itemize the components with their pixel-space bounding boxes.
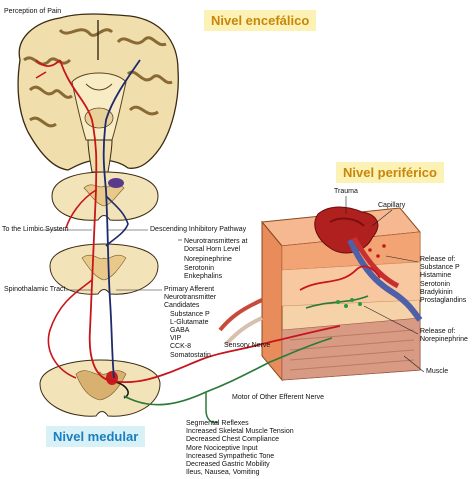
release-title: Release of:: [420, 256, 456, 263]
neurotransmitter-item: Enkephalins: [184, 272, 223, 280]
release-list-2: Release of: Norepinephrine: [420, 328, 468, 344]
release-item: Substance P: [420, 264, 460, 272]
neurotransmitter-item: Serotonin: [184, 264, 214, 272]
neurotransmitters-title: Neurotransmitters at: [184, 238, 248, 245]
label-perception-of-pain: Perception of Pain: [4, 8, 62, 15]
segmental-reflexes: Segmental Reflexes Increased Skeletal Mu…: [186, 420, 294, 477]
primary-afferent-title: Candidates: [164, 302, 200, 310]
level-badge-encephalic: Nivel encefálico: [204, 10, 317, 31]
tissue-block: [218, 206, 423, 382]
reflex-item: More Nociceptive Input: [186, 444, 258, 452]
neurotransmitters-dorsal-horn: Neurotransmitters at Dorsal Horn Level N…: [184, 238, 247, 281]
label-descending-pathway: Descending Inhibitory Pathway: [150, 226, 247, 233]
label-sensory-nerve: Sensory Nerve: [224, 342, 271, 349]
label-muscle: Muscle: [426, 368, 449, 375]
primary-afferent-neurotransmitters: Primary Afferent Neurotransmitter Candid…: [164, 286, 216, 360]
label-spinothalamic-tract: Spinothalamic Tract: [4, 286, 66, 293]
label-trauma: Trauma: [334, 188, 358, 195]
release-title: Release of:: [420, 328, 456, 335]
release-item: Norepinephrine: [420, 336, 468, 344]
release-list-1: Release of: Substance P Histamine Seroto…: [420, 256, 466, 305]
spinal-section-middle: [49, 243, 159, 295]
reflex-item: Increased Sympathetic Tone: [186, 452, 275, 460]
primary-afferent-title: Primary Afferent: [164, 286, 215, 293]
motor-pathway: [123, 337, 333, 406]
release-item: Histamine: [420, 272, 452, 280]
primary-afferent-title: Neurotransmitter: [164, 294, 217, 302]
pain-pathway: [59, 59, 341, 384]
level-badge-peripheral: Nivel periférico: [336, 162, 444, 183]
label-limbic-system: To the Limbic System: [2, 226, 69, 233]
segmental-reflexes-title: Segmental Reflexes: [186, 420, 249, 427]
neurotransmitter-item: Norepinephrine: [184, 256, 232, 264]
reflex-item: Ileus, Nausea, Vomiting: [186, 469, 260, 477]
primary-afferent-item: CCK-8: [170, 343, 192, 351]
release-item: Serotonin: [420, 280, 450, 288]
level-badge-medullary: Nivel medular: [46, 426, 146, 447]
reflex-item: Decreased Gastric Mobility: [186, 461, 270, 469]
reflex-item: Increased Skeletal Muscle Tension: [186, 428, 294, 436]
spinal-section-lower: [39, 359, 161, 417]
descending-pathway: [102, 59, 141, 379]
reflex-item: Decreased Chest Compliance: [186, 436, 279, 444]
label-capillary: Capillary: [378, 202, 406, 209]
primary-afferent-item: VIP: [170, 335, 182, 343]
brain-section: [17, 13, 179, 173]
label-motor-nerve: Motor of Other Efferent Nerve: [232, 394, 325, 401]
primary-afferent-item: L-Glutamate: [170, 318, 209, 326]
primary-afferent-item: Substance P: [170, 310, 210, 318]
release-item: Bradykinin: [420, 288, 453, 296]
primary-afferent-item: Somatostatin: [170, 351, 211, 359]
neurotransmitters-title: Dorsal Horn Level: [184, 246, 241, 254]
primary-afferent-item: GABA: [170, 327, 190, 335]
release-item: Prostaglandins: [420, 297, 467, 305]
